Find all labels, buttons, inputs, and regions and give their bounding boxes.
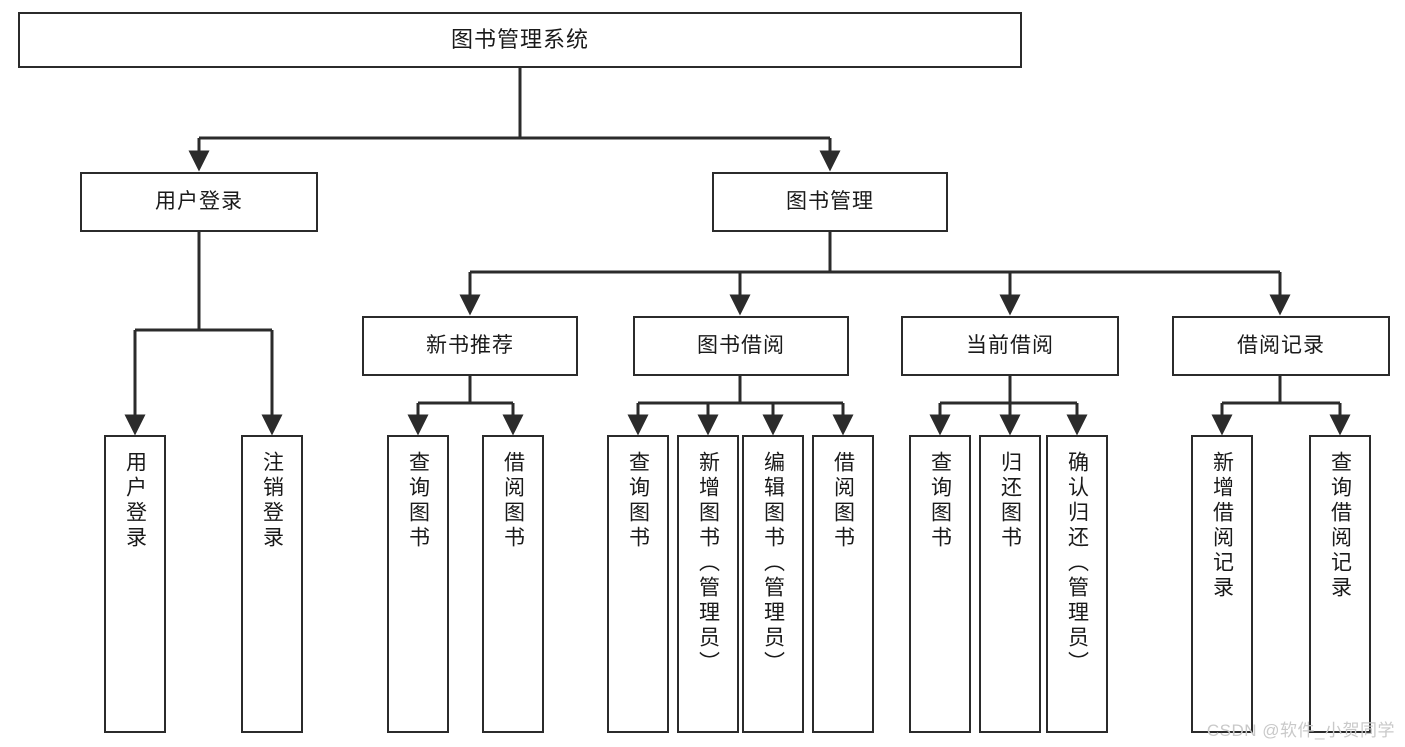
leaf-current-query-book[interactable]: 查询图书 — [909, 435, 971, 733]
node-root-system[interactable]: 图书管理系统 — [18, 12, 1022, 68]
node-label: 借阅记录 — [1237, 333, 1325, 357]
node-borrow-record[interactable]: 借阅记录 — [1172, 316, 1390, 376]
leaf-record-query-record[interactable]: 查询借阅记录 — [1309, 435, 1371, 733]
leaf-record-add-record[interactable]: 新增借阅记录 — [1191, 435, 1253, 733]
node-new-book-recommend[interactable]: 新书推荐 — [362, 316, 578, 376]
node-label: 当前借阅 — [966, 333, 1054, 357]
node-label: 归还图书 — [998, 451, 1022, 551]
node-label: 新书推荐 — [426, 333, 514, 357]
leaf-recommend-query-book[interactable]: 查询图书 — [387, 435, 449, 733]
csdn-watermark: CSDN @软件_小贺同学 — [1206, 721, 1395, 740]
node-book-management[interactable]: 图书管理 — [712, 172, 948, 232]
node-label: 用户登录 — [155, 189, 243, 213]
leaf-borrow-edit-book-admin[interactable]: 编辑图书（管理员） — [742, 435, 804, 733]
node-label: 查询图书 — [406, 451, 430, 551]
node-label: 图书管理系统 — [450, 27, 589, 53]
node-book-borrow[interactable]: 图书借阅 — [633, 316, 849, 376]
node-label: 编辑图书（管理员） — [761, 451, 785, 676]
node-label: 查询图书 — [626, 451, 650, 551]
node-label: 确认归还（管理员） — [1065, 451, 1089, 676]
node-label: 查询借阅记录 — [1328, 451, 1352, 601]
leaf-recommend-borrow-book[interactable]: 借阅图书 — [482, 435, 544, 733]
node-label: 查询图书 — [928, 451, 952, 551]
leaf-borrow-add-book-admin[interactable]: 新增图书（管理员） — [677, 435, 739, 733]
node-label: 借阅图书 — [501, 451, 525, 551]
leaf-current-confirm-return-admin[interactable]: 确认归还（管理员） — [1046, 435, 1108, 733]
node-current-borrow[interactable]: 当前借阅 — [901, 316, 1119, 376]
leaf-user-login-login[interactable]: 用户登录 — [104, 435, 166, 733]
node-label: 新增借阅记录 — [1210, 451, 1234, 601]
leaf-borrow-borrow-book[interactable]: 借阅图书 — [812, 435, 874, 733]
node-label: 注销登录 — [260, 451, 284, 551]
leaf-borrow-query-book[interactable]: 查询图书 — [607, 435, 669, 733]
node-label: 图书借阅 — [697, 333, 785, 357]
leaf-user-login-logout[interactable]: 注销登录 — [241, 435, 303, 733]
node-label: 用户登录 — [123, 451, 147, 551]
node-label: 借阅图书 — [831, 451, 855, 551]
node-label: 图书管理 — [786, 189, 874, 213]
node-user-login[interactable]: 用户登录 — [80, 172, 318, 232]
node-label: 新增图书（管理员） — [696, 451, 720, 676]
leaf-current-return-book[interactable]: 归还图书 — [979, 435, 1041, 733]
